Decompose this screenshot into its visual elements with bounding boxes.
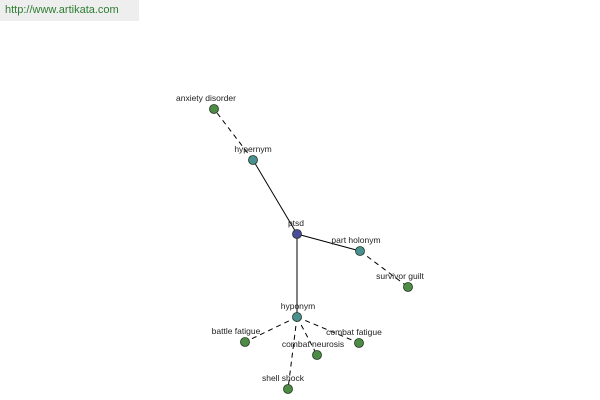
node-ptsd[interactable] [292, 229, 302, 239]
node-label-combat-neurosis[interactable]: combat neurosis [282, 339, 344, 349]
edge-ptsd-to-hypernym [252, 159, 298, 235]
node-label-part-holonym[interactable]: part holonym [331, 235, 380, 245]
nodes-layer [209, 104, 413, 394]
node-label-ptsd[interactable]: ptsd [288, 218, 304, 228]
node-battle-fatigue[interactable] [240, 337, 250, 347]
node-label-survivor-guilt[interactable]: survivor guilt [376, 271, 424, 281]
node-shell-shock[interactable] [283, 384, 293, 394]
node-combat-fatigue[interactable] [354, 338, 364, 348]
node-label-combat-fatigue[interactable]: combat fatigue [326, 327, 382, 337]
node-part-holonym[interactable] [355, 246, 365, 256]
edge-part-holonym-to-survivor-guilt [359, 250, 409, 288]
node-label-hypernym[interactable]: hypernym [234, 144, 271, 154]
edge-hypernym-to-anxiety-disorder [213, 108, 254, 161]
node-combat-neurosis[interactable] [312, 350, 322, 360]
node-label-shell-shock[interactable]: shell shock [262, 373, 305, 383]
edges-layer [213, 108, 409, 390]
node-hyponym[interactable] [292, 312, 302, 322]
node-label-hyponym[interactable]: hyponym [281, 301, 316, 311]
node-anxiety-disorder[interactable] [209, 104, 219, 114]
node-survivor-guilt[interactable] [403, 282, 413, 292]
edge-hyponym-to-battle-fatigue [244, 316, 298, 343]
site-url-link[interactable]: http://www.artikata.com [5, 4, 119, 16]
node-label-battle-fatigue[interactable]: battle fatigue [212, 326, 261, 336]
edge-hyponym-to-combat-neurosis [296, 316, 318, 356]
edge-hyponym-to-combat-fatigue [296, 316, 360, 344]
labels-layer: ptsd hypernym part holonym hyponym anxiety d… [176, 93, 424, 383]
node-hypernym[interactable] [248, 155, 258, 165]
edge-hyponym-to-shell-shock [287, 316, 298, 390]
url-bar: http://www.artikata.com [0, 0, 139, 21]
node-label-anxiety-disorder[interactable]: anxiety disorder [176, 93, 236, 103]
edge-ptsd-to-part-holonym [296, 233, 361, 252]
